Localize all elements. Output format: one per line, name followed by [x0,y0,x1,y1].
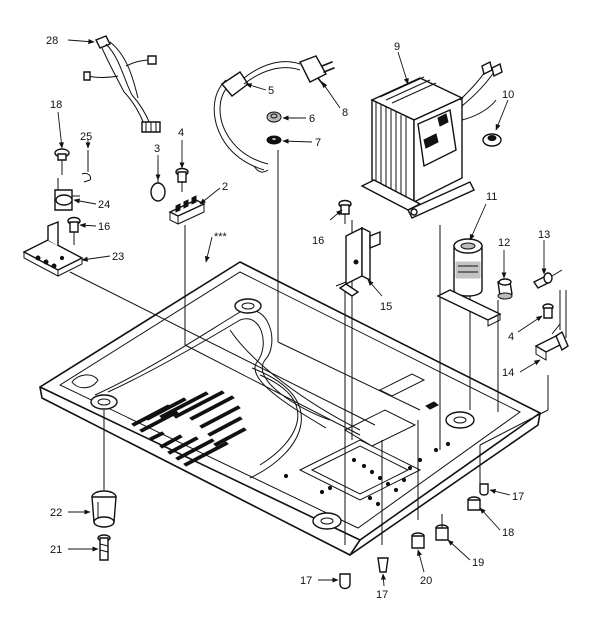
callout-21: 21 [50,544,62,556]
callout-20: 20 [420,575,432,587]
callout-11: 11 [486,191,497,203]
screw-20 [411,532,425,549]
callout-8: 8 [342,107,348,119]
callout-28: 28 [46,35,58,47]
callout-14: 14 [502,367,514,379]
callout-17-left: 17 [300,575,312,587]
foot-hole-front-right [312,512,342,530]
screw-18 [54,148,70,175]
callout-labels: 28 18 25 3 4 2 5 6 7 8 9 10 24 16 23 ***… [46,35,550,601]
screw-19 [435,514,449,541]
callout-12: 12 [498,237,510,249]
leader-lines [57,39,547,587]
interlock-15 [335,226,381,297]
screw-21 [97,534,111,561]
switch-bracket-14 [534,290,569,361]
callout-16-middle: 16 [312,235,324,247]
foot-22 [91,490,117,528]
callout-18: 18 [50,99,62,111]
foot-hole-side [445,411,475,429]
callout-13: 13 [538,229,550,241]
pin-17-right [479,483,489,496]
nut-12 [497,278,513,300]
terminal-block-2 [168,195,206,225]
base-plate [39,261,541,556]
plug-8 [299,55,335,87]
mounting-holes [283,441,451,507]
callout-17-middle: 17 [376,589,388,601]
callout-22: 22 [50,507,62,519]
callout-18-lower: 18 [502,527,514,539]
callout-stars: *** [214,231,228,243]
callout-9: 9 [394,41,400,53]
callout-4: 4 [178,127,184,139]
callout-25: 25 [80,131,92,143]
power-cord-5 [213,61,301,173]
callout-19: 19 [472,557,484,569]
callout-6: 6 [309,113,315,125]
nut-6 [266,111,282,123]
pin-17-left [339,573,351,590]
foot-hole-rear [234,298,262,314]
callout-3: 3 [154,143,160,155]
grommet-10 [482,133,502,147]
callout-10: 10 [502,89,514,101]
callout-16: 16 [98,221,110,233]
screw-4-upper [175,167,189,192]
screw-13 [532,269,563,289]
callout-23: 23 [112,251,124,263]
callout-24: 24 [98,199,110,211]
callout-4-lower: 4 [508,331,514,343]
callout-17-right: 17 [512,491,524,503]
wire-harness-28 [83,35,161,133]
vent-slots [131,390,247,467]
screw-18-lower [467,496,481,511]
callout-5: 5 [268,85,274,97]
screw-16-middle [338,199,352,224]
callout-7: 7 [315,137,321,149]
washer-7 [266,135,282,145]
callout-15: 15 [380,301,392,313]
alignment-lines [69,150,549,545]
capacitor-11 [436,238,502,327]
screw-4-lower [542,303,554,319]
transformer-9 [360,60,503,219]
pin-17-middle [377,557,389,573]
switch-24 [54,178,80,211]
callout-2: 2 [222,181,228,193]
foot-hole-front-left [90,394,118,410]
clip-25 [81,150,91,183]
screw-16-left [67,216,81,245]
